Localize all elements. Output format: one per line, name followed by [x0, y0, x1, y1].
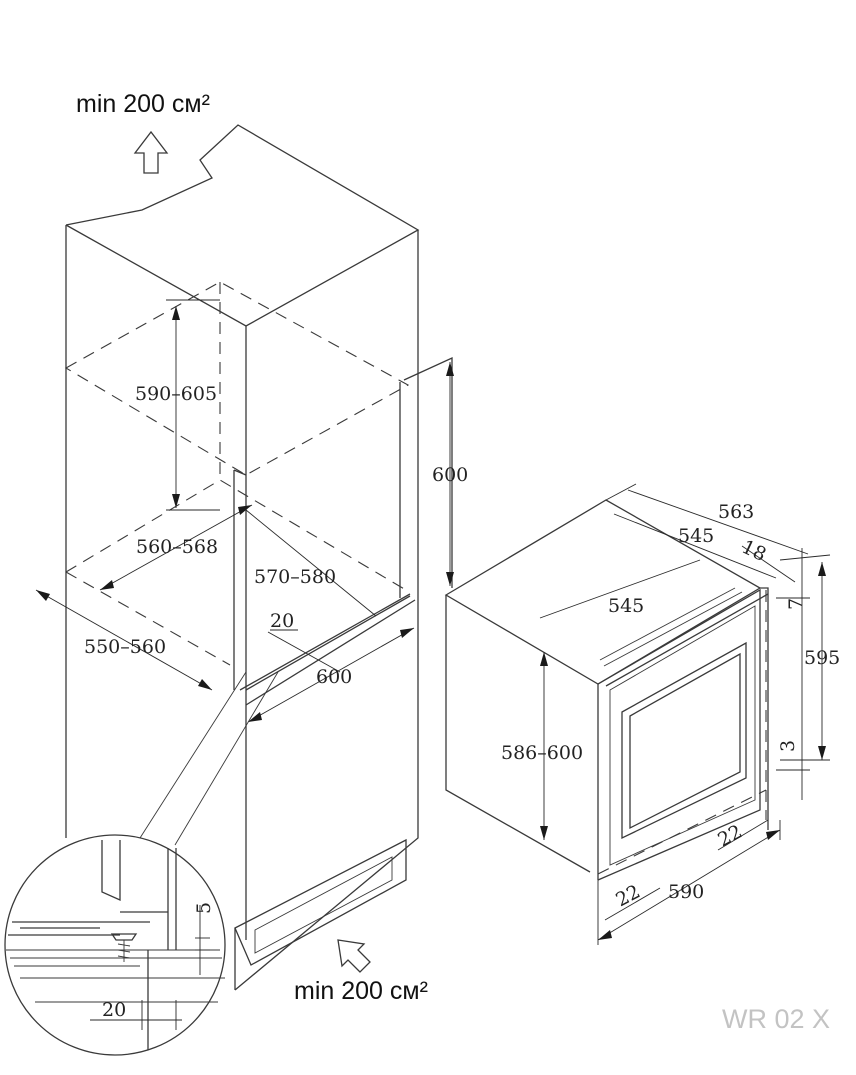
- vent-up-arrow-icon: [133, 130, 169, 174]
- vent-top-label: min 200 см²: [76, 90, 210, 118]
- niche-gap-label: 20: [270, 610, 294, 632]
- vent-in-arrow-icon: [337, 939, 371, 973]
- appliance-bottom-gap-label: 3: [777, 740, 799, 752]
- appliance-top-depth-label: 545: [608, 595, 644, 617]
- niche-width-label: 560–568: [136, 536, 218, 558]
- niche-outer-depth-label: 550–560: [84, 636, 166, 658]
- appliance-body-height-label: 586–600: [501, 742, 583, 764]
- niche-front-height-label: 600: [432, 464, 468, 486]
- appliance-height-label: 595: [804, 647, 840, 669]
- niche-front-width-label: 600: [316, 666, 352, 688]
- appliance-top-gap-label: 7: [785, 598, 807, 610]
- appliance-total-depth-label: 563: [718, 501, 754, 523]
- appliance-left-side-label: 22: [612, 881, 644, 912]
- detail-view: [4, 671, 279, 1056]
- appliance-outline: [444, 499, 769, 881]
- appliance-right-side-label: 22: [714, 821, 746, 852]
- appliance-dimensions: [539, 483, 831, 945]
- niche-outline: [64, 281, 453, 691]
- cabinet-dimensions: [35, 299, 454, 723]
- model-label: WR 02 X: [722, 1004, 830, 1034]
- vent-arrows: [133, 130, 371, 973]
- appliance-width-label: 590: [668, 881, 704, 903]
- detail-offset-label: 5: [193, 902, 215, 914]
- niche-depth-label: 570–580: [254, 566, 336, 588]
- appliance-body-depth-label: 545: [678, 525, 714, 547]
- cabinet-outline: [65, 124, 420, 991]
- vent-bottom-label: min 200 см²: [294, 977, 428, 1005]
- niche-height-label: 590–605: [135, 383, 217, 405]
- detail-width-label: 20: [102, 999, 126, 1021]
